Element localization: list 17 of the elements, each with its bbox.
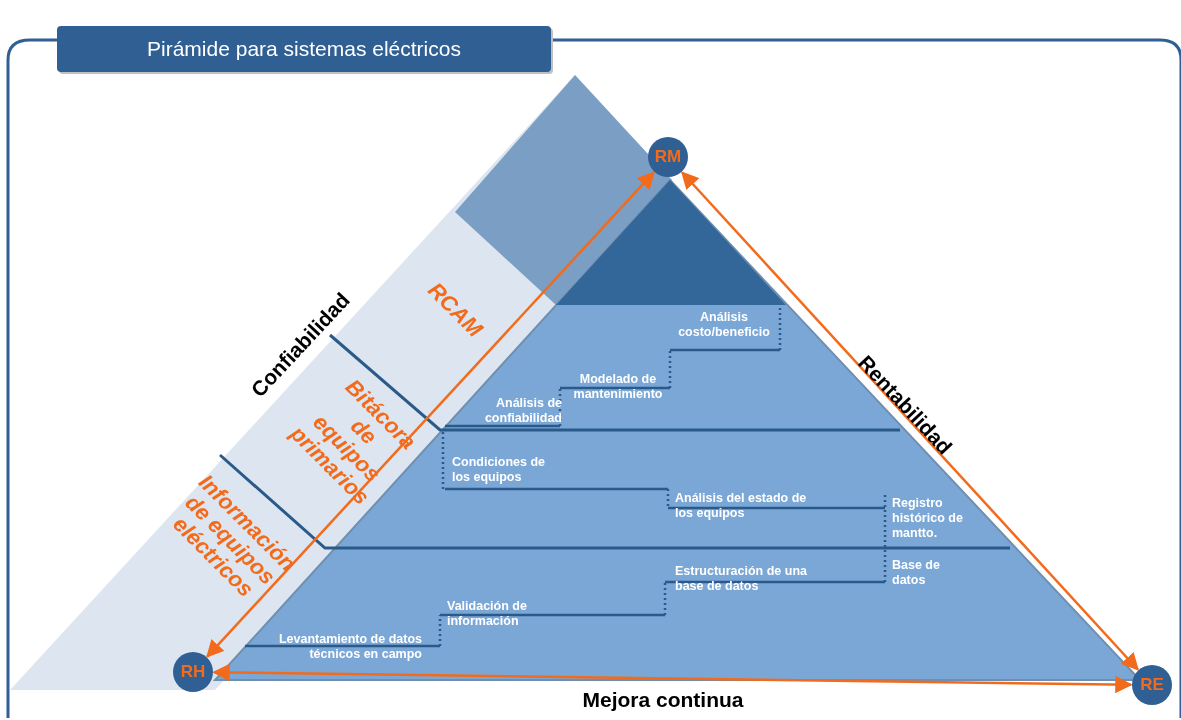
node-circle: RM [648,137,688,177]
double-arrow [206,171,655,658]
step-label: Condiciones de los equipos [452,455,547,485]
step-label: Registro histórico de mantto. [892,496,964,541]
step-label: Análisis de confiabilidad [483,396,562,426]
step-label: Levantamiento de datos técnicos en campo [277,632,422,662]
node-circle: RE [1132,665,1172,705]
double-arrow [681,171,1139,671]
step-label: Modelado de mantenimiento [572,372,664,402]
step-label: Análisis del estado de los equipos [675,491,808,521]
step-label: Estructuración de una base de datos [675,564,808,594]
step-label: Base de datos [892,558,941,588]
title-tab: Pirámide para sistemas eléctricos [57,26,551,72]
step-label: Validación de información [447,599,528,629]
step-label: Análisis costo/beneficio [677,310,771,340]
apex-triangle [556,180,786,305]
double-arrow [212,663,1133,694]
